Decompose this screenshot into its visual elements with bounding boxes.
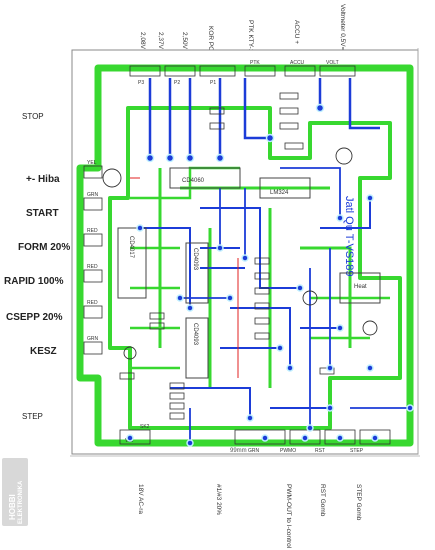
ic-u5-cd4017	[117, 227, 147, 299]
conn-p2-label: P2	[174, 80, 180, 86]
heat-label: Heat	[354, 284, 367, 290]
ic-u2-lm324	[259, 177, 311, 199]
conn-pwmo-label: PWMO	[280, 448, 296, 454]
pcb-layout: 99mm 110mm CD4017 CD4060 LM324 CD4093 CD…	[70, 48, 420, 457]
label-top-250: 2,50V	[181, 32, 188, 49]
label-kesz: KESZ	[30, 346, 57, 357]
red-jumper	[130, 177, 239, 378]
ic-u7-cd4093	[185, 317, 209, 379]
ground-trace-inner	[108, 106, 402, 430]
led-yel-label: YEL	[87, 160, 97, 166]
label-bottom-pwm: PWM-OUT to I-control	[285, 484, 292, 549]
conn-sk2-label: SK2	[140, 424, 150, 430]
label-csepp: CSEPP 20%	[6, 312, 63, 323]
conn-p3-label: P3	[138, 80, 144, 86]
bottom-connectors	[119, 429, 391, 445]
green-trace-a	[158, 168, 352, 388]
ic-u3-label: CD4060	[182, 178, 205, 184]
board-title: Jatl Qu T-VS189	[343, 196, 355, 277]
label-form: FORM 20%	[18, 242, 71, 253]
ic-u6-cd4093	[185, 242, 209, 304]
label-bottom-18v: 18V AC-ra	[137, 484, 144, 514]
hobbi-elektronika-logo: HOBBI ELEKTRONIKA	[2, 458, 28, 526]
pads	[126, 103, 414, 447]
conn-rst-label: RST	[315, 448, 325, 454]
conn-ptk-label: PTK	[250, 60, 260, 66]
label-bottom-rst: RST Gomb	[319, 484, 326, 517]
label-top-237: 2,37V	[157, 32, 164, 49]
ic-u7-label: CD4093	[192, 323, 198, 346]
resistors	[119, 92, 335, 420]
dim-horizontal: 99mm	[230, 448, 247, 454]
capacitors	[102, 147, 378, 360]
led-red2-label: RED	[87, 264, 98, 270]
led-grn-label: GRN	[87, 192, 99, 198]
green-trace-b	[130, 166, 390, 370]
ic-u3-cd4060	[169, 167, 241, 189]
label-hiba: +- Hiba	[26, 174, 60, 185]
label-start: START	[26, 208, 59, 219]
blue-trace-c	[180, 167, 410, 443]
conn-volt-label: VOLT	[326, 60, 339, 66]
conn-step-label: STEP	[350, 448, 364, 454]
conn-accu-label: ACCU	[290, 60, 305, 66]
label-top-accu: ACCU +	[293, 20, 300, 45]
label-bottom-20: #1/#3 20%	[215, 484, 222, 516]
ic-u6-label: CD4093	[192, 248, 198, 271]
led-grn2-label: GRN	[87, 336, 99, 342]
ic-u5-label: CD4017	[128, 236, 134, 259]
label-stop: STOP	[22, 112, 44, 121]
led-red3-label: RED	[87, 300, 98, 306]
ic-u2-label: LM324	[270, 190, 289, 196]
conn-grn-label: GRN	[248, 448, 260, 454]
led-red1-label: RED	[87, 228, 98, 234]
heatsink	[339, 272, 381, 304]
led-column	[83, 165, 103, 355]
conn-p1-label: P1	[210, 80, 216, 86]
ground-trace-outer	[76, 64, 414, 447]
top-connectors	[129, 65, 356, 77]
blue-trace-a	[148, 78, 380, 158]
label-top-208: 2,08V	[139, 32, 146, 49]
label-bottom-step: STEP Gomb	[355, 484, 362, 521]
label-step: STEP	[22, 412, 43, 421]
label-rapid: RAPID 100%	[4, 276, 64, 287]
